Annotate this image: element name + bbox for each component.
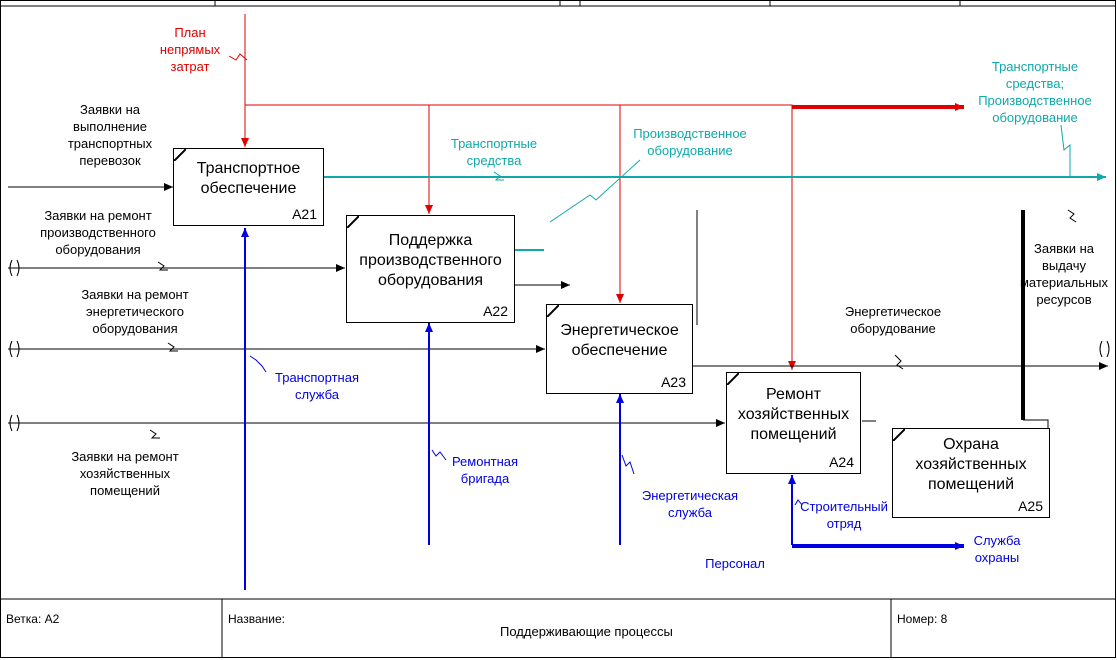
function-box-a21[interactable]: Транспортное обеспечение A21 bbox=[173, 148, 324, 226]
header-strip bbox=[0, 0, 1116, 7]
box-a22-title: Поддержка производственного оборудования bbox=[359, 232, 502, 289]
label-out-energy-equipment: Энергетическое оборудование bbox=[844, 304, 942, 336]
footer-branch: Ветка: A2 bbox=[6, 612, 60, 626]
teal-output-arrows bbox=[323, 173, 1106, 251]
box-corner-mark bbox=[727, 373, 739, 385]
label-out-combined: Транспортные средства; Производственное … bbox=[978, 59, 1092, 125]
footer-table bbox=[0, 598, 1116, 658]
function-box-a25[interactable]: Охрана хозяйственных помещений A25 bbox=[892, 428, 1050, 518]
function-box-a23[interactable]: Энергетическое обеспечение A23 bbox=[546, 304, 693, 394]
box-corner-mark bbox=[347, 216, 359, 228]
box-a21-title: Транспортное обеспечение bbox=[196, 160, 301, 197]
label-in-transport: Заявки на выполнение транспортных перево… bbox=[67, 102, 153, 168]
box-a25-node: A25 bbox=[1018, 498, 1043, 514]
footer-name-value: Поддерживающие процессы bbox=[500, 624, 673, 639]
tunnel-marks bbox=[9, 259, 1110, 432]
label-mech-repair: Ремонтная бригада bbox=[451, 454, 519, 486]
box-corner-mark bbox=[547, 305, 559, 317]
label-mech-transport: Транспортная служба bbox=[275, 370, 359, 402]
label-out-material: Заявки на выдачу материальных ресурсов bbox=[1019, 241, 1109, 307]
label-in-repair-energy: Заявки на ремонт энергетического оборудо… bbox=[81, 287, 189, 336]
label-out-prod-equipment: Производственное оборудование bbox=[633, 126, 747, 158]
label-mech-personnel: Персонал bbox=[705, 556, 765, 571]
function-box-a24[interactable]: Ремонт хозяйственных помещений A24 bbox=[726, 372, 861, 474]
teal-squiggles bbox=[493, 124, 1071, 223]
footer-name-label: Название: bbox=[228, 612, 285, 626]
label-mech-security: Служба охраны bbox=[973, 533, 1021, 565]
box-corner-mark bbox=[174, 149, 186, 161]
input-arrows bbox=[8, 183, 725, 439]
label-mech-building: Строительный отряд bbox=[800, 499, 888, 531]
label-plan: План непрямых затрат bbox=[159, 25, 221, 74]
footer-number: Номер: 8 bbox=[897, 612, 948, 626]
box-a21-node: A21 bbox=[292, 206, 317, 222]
function-box-a22[interactable]: Поддержка производственного оборудования… bbox=[346, 215, 515, 323]
label-mech-energy: Энергетическая служба bbox=[641, 488, 739, 520]
box-a23-node: A23 bbox=[661, 374, 686, 390]
box-a22-node: A22 bbox=[483, 303, 508, 319]
box-a25-title: Охрана хозяйственных помещений bbox=[915, 436, 1027, 493]
label-in-repair-premises: Заявки на ремонт хозяйственных помещений bbox=[71, 449, 179, 498]
box-a24-title: Ремонт хозяйственных помещений bbox=[737, 386, 850, 443]
label-out-vehicles: Транспортные средства bbox=[450, 136, 538, 168]
box-a24-node: A24 bbox=[829, 454, 854, 470]
mechanism-arrows bbox=[241, 228, 796, 590]
label-in-repair-prod: Заявки на ремонт производственного обору… bbox=[40, 208, 156, 257]
output-arrows bbox=[515, 209, 1108, 422]
blue-squiggles bbox=[249, 355, 803, 506]
box-corner-mark bbox=[893, 429, 905, 441]
box-a23-title: Энергетическое обеспечение bbox=[560, 322, 679, 359]
